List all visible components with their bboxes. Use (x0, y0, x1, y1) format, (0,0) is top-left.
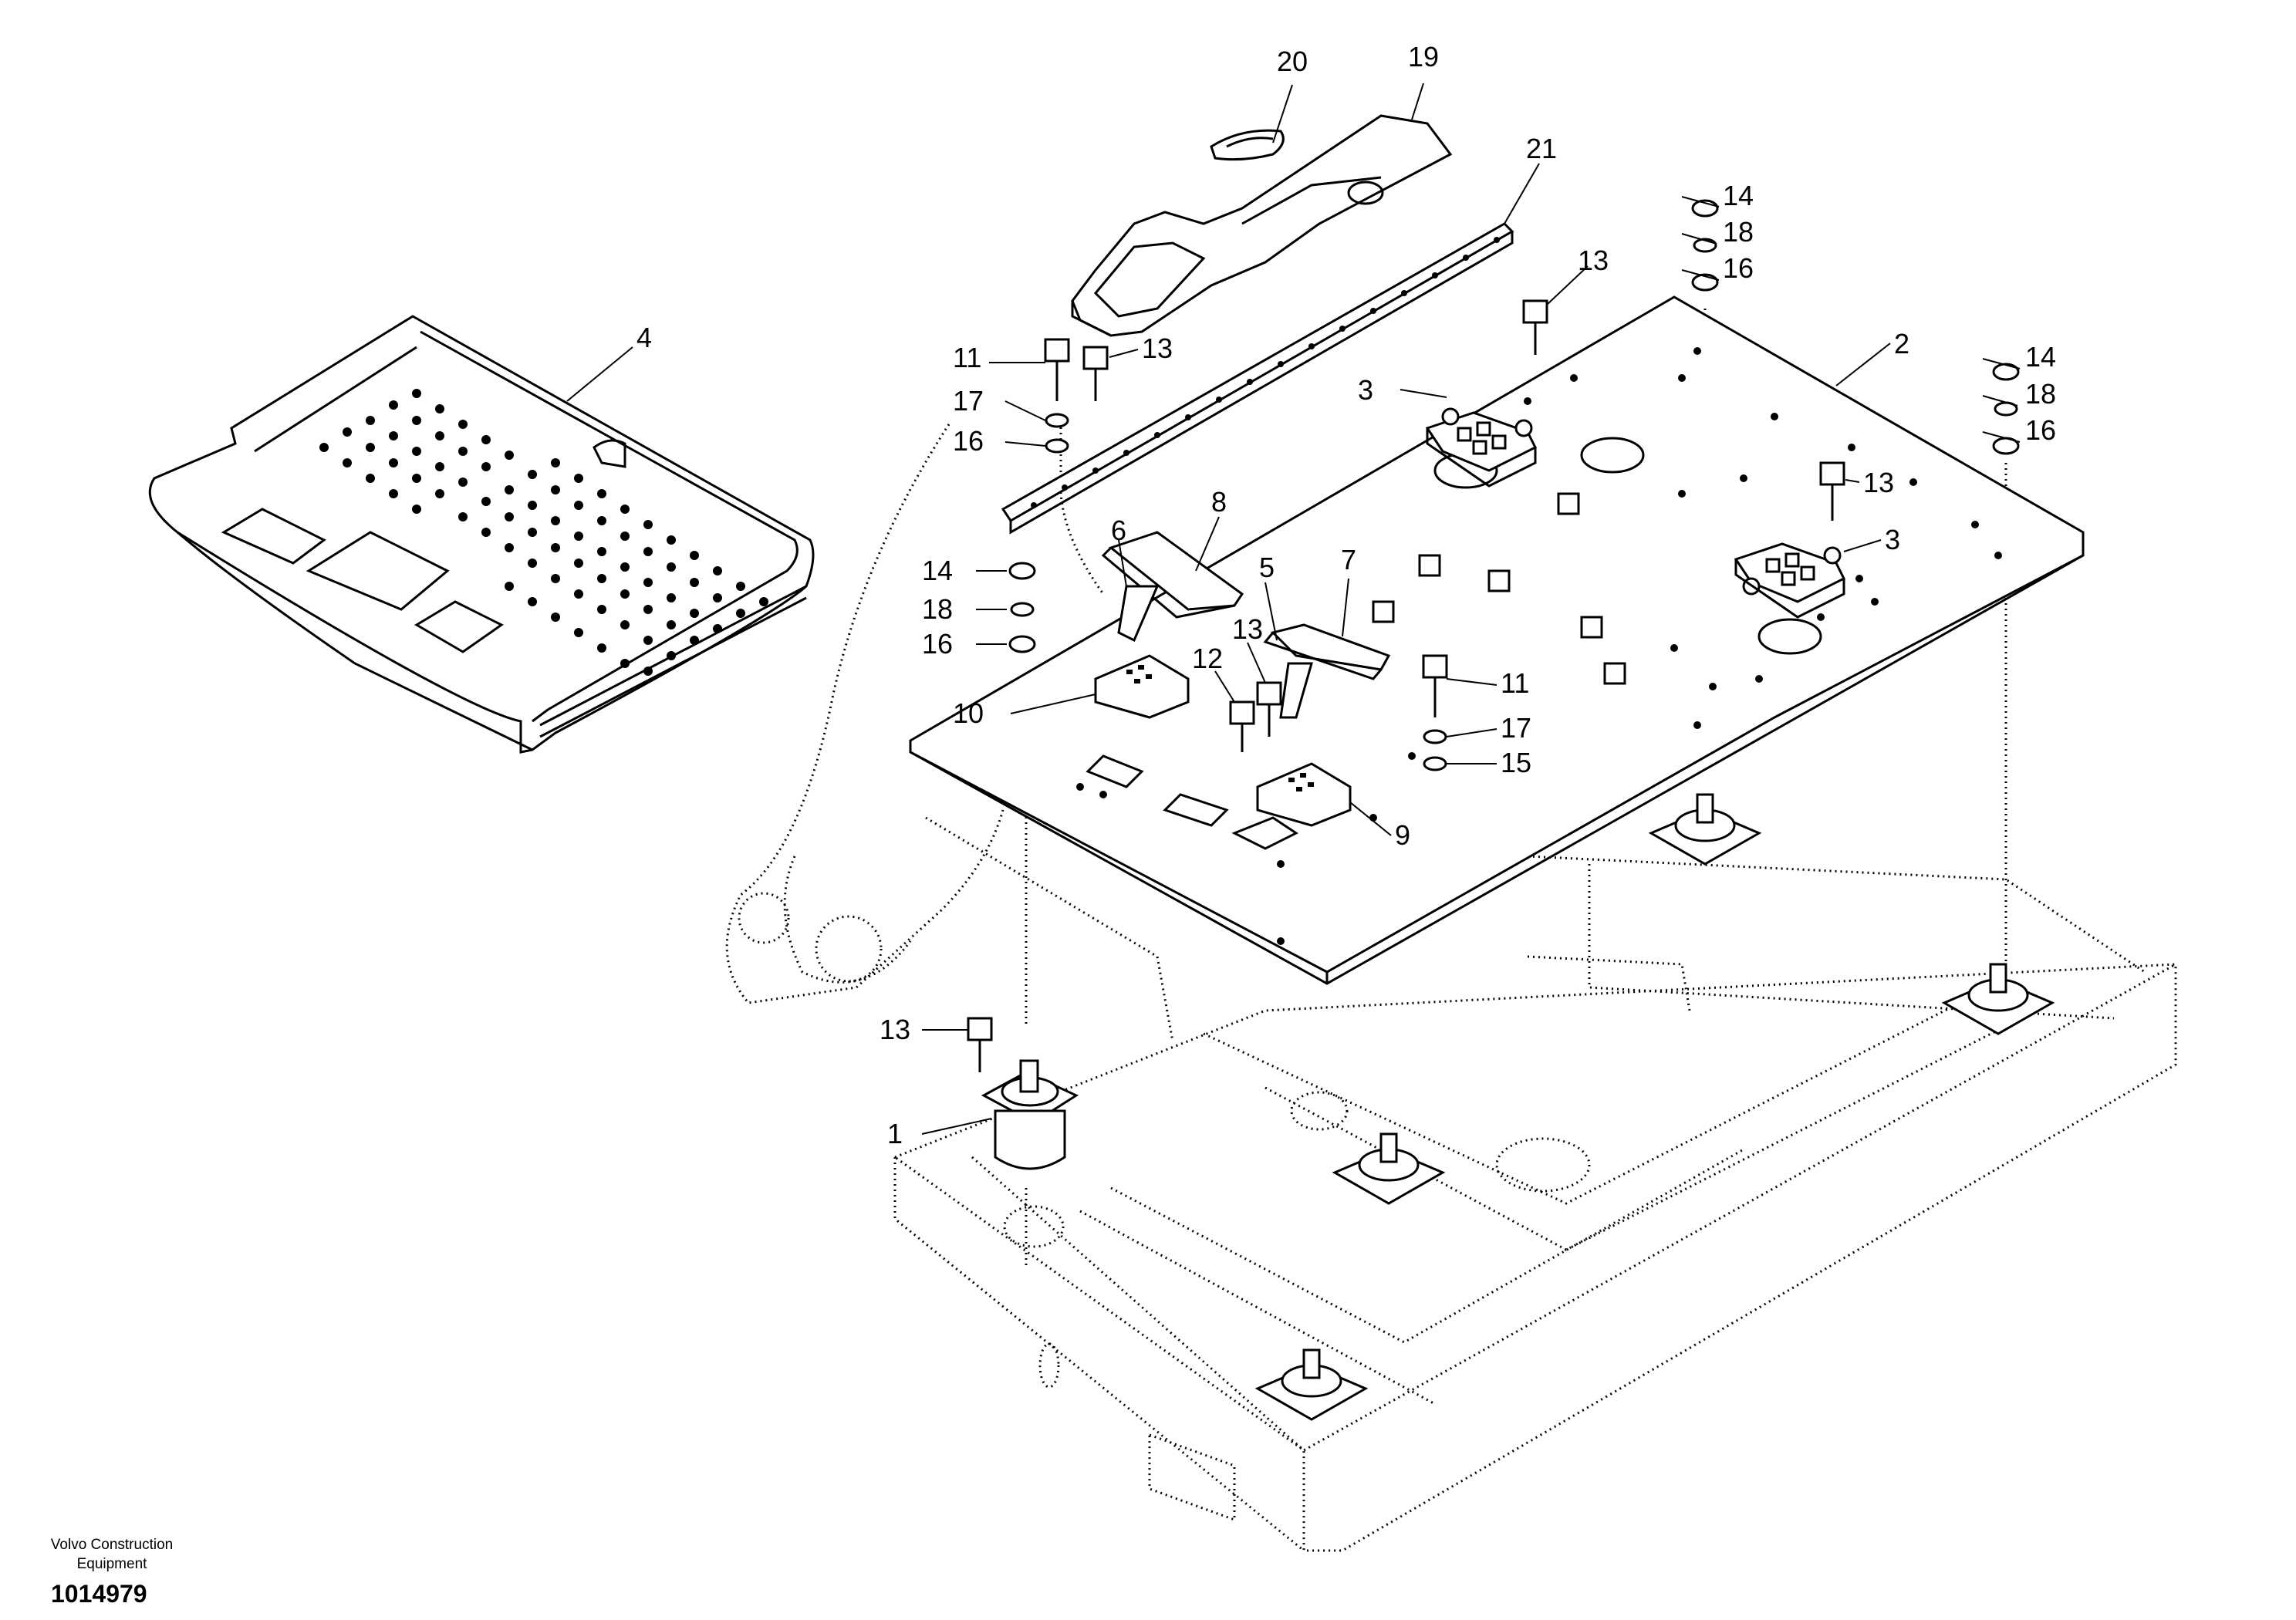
callout-19: 19 (1408, 41, 1439, 73)
callout-6: 6 (1111, 515, 1126, 546)
callout-13-right: 13 (1863, 467, 1894, 498)
callout-3-lower: 3 (1885, 524, 1900, 555)
drawing-number: 1014979 (51, 1580, 147, 1608)
rubber-mount-rear (1648, 793, 1762, 866)
callout-4: 4 (636, 322, 652, 353)
callout-2: 2 (1894, 328, 1909, 359)
leader-lines (566, 83, 2021, 1135)
callout-5: 5 (1259, 552, 1275, 583)
callout-1: 1 (887, 1118, 903, 1149)
callout-13-centre: 13 (1232, 613, 1263, 645)
console-cover-part (1071, 114, 1453, 337)
callout-10: 10 (953, 697, 984, 729)
callout-14-left: 14 (922, 555, 953, 586)
callout-20: 20 (1277, 46, 1308, 77)
insert-part (1210, 129, 1285, 161)
callout-14-right: 14 (2025, 341, 2056, 373)
callout-13-left: 13 (1142, 332, 1173, 364)
callout-13-upper: 13 (1578, 245, 1609, 276)
slotted-strip-part (1001, 222, 1514, 535)
pedal-part-left (1101, 531, 1244, 643)
callout-11-right: 11 (1501, 667, 1529, 699)
rubber-mount-front (1254, 1348, 1369, 1421)
callout-8: 8 (1211, 486, 1227, 518)
rubber-mount-mid (1332, 1132, 1446, 1205)
callout-17-left: 17 (953, 385, 984, 417)
callout-18-left: 18 (922, 593, 953, 625)
callout-12: 12 (1192, 643, 1223, 674)
floor-plate-part (909, 295, 2085, 985)
callout-3-upper: 3 (1358, 374, 1373, 406)
rubber-mount-right (1941, 963, 2055, 1035)
brand-line-1: Volvo Construction (50, 1537, 174, 1553)
mount-plate-part-lower (1734, 542, 1846, 619)
frame-outline (725, 424, 2177, 1552)
callout-15-right: 15 (1501, 747, 1531, 778)
callout-15-left: 16 (953, 425, 984, 457)
rubber-mount-part-1 (981, 1059, 1079, 1170)
callout-16-upper: 16 (1723, 252, 1754, 284)
callout-14-upper: 14 (1723, 180, 1754, 211)
callout-7: 7 (1341, 544, 1356, 575)
bracket-part-9 (1256, 762, 1352, 827)
pedal-part-right (1263, 623, 1391, 719)
callout-16-right: 16 (2025, 414, 2056, 446)
callout-11-left: 11 (953, 342, 981, 373)
callout-18-right: 18 (2025, 378, 2056, 410)
bracket-part-10 (1094, 654, 1190, 719)
brand-line-2: Equipment (76, 1556, 147, 1572)
callout-18-upper: 18 (1723, 216, 1754, 248)
callout-labels: 20 19 21 4 11 13 17 16 14 18 16 6 8 5 7 … (636, 41, 2056, 1149)
callout-9: 9 (1395, 819, 1410, 851)
mount-plate-part-upper (1425, 407, 1538, 488)
callout-13-lower: 13 (880, 1014, 910, 1045)
callout-21: 21 (1526, 133, 1557, 164)
brand-caption: Volvo Construction Equipment (23, 1535, 201, 1574)
callout-17-right: 17 (1501, 712, 1531, 744)
floor-mat-part (148, 315, 815, 754)
callout-16-left: 16 (922, 628, 953, 660)
